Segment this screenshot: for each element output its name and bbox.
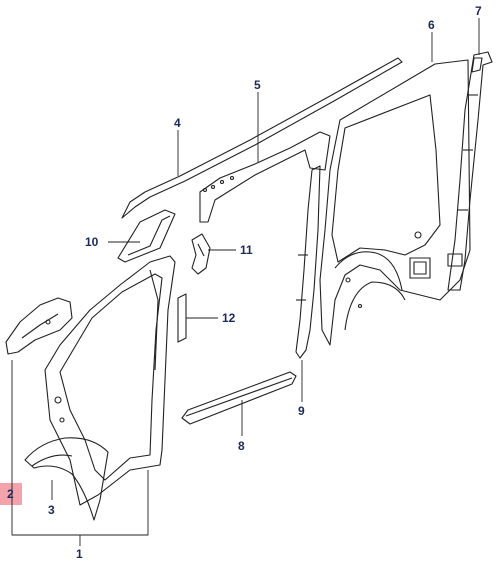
callout-1: 1 (76, 547, 83, 561)
part-11-bracket (191, 233, 211, 275)
callout-12: 12 (222, 311, 236, 325)
callout-5: 5 (254, 78, 261, 92)
callout-4: 4 (174, 116, 181, 130)
callout-9: 9 (298, 404, 305, 418)
part-3-wheel-arch (24, 437, 109, 521)
part-9-b-pillar (295, 165, 321, 359)
callout-2-highlight (0, 483, 22, 505)
part-7-d-pillar (447, 51, 493, 291)
callout-7: 7 (475, 4, 482, 18)
callout-6: 6 (428, 18, 435, 32)
callout-3: 3 (48, 503, 55, 517)
callout-8: 8 (238, 439, 245, 453)
part-6-rear-side-panel (319, 59, 471, 346)
part-2-front-inner-panel (5, 297, 73, 355)
callout-10: 10 (85, 235, 99, 249)
leader-lines (11, 18, 480, 546)
part-8-sill (181, 371, 297, 425)
callout-2: 2 (7, 487, 14, 501)
part-4-roof-side-rail (121, 57, 403, 219)
part-1-front-side-frame (44, 255, 176, 506)
callout-11: 11 (240, 243, 253, 257)
part-12-strip (177, 293, 187, 343)
part-5-upper-frame (199, 131, 331, 223)
part-10-window-bracket (117, 209, 176, 263)
